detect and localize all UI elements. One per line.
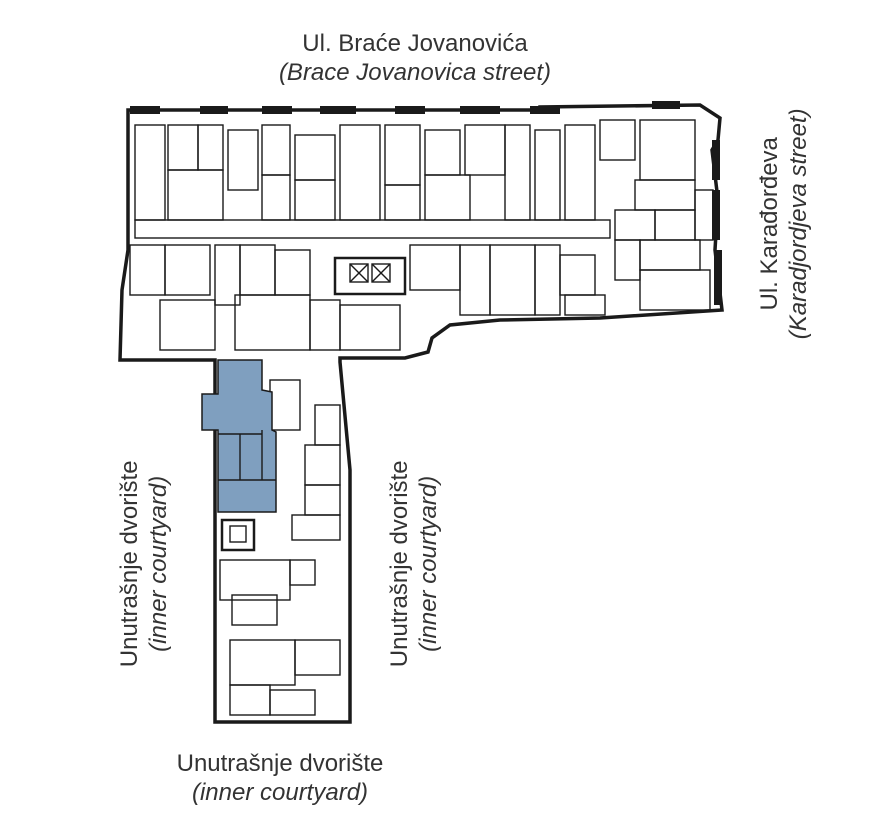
- lower-wing-rooms: [129, 239, 711, 351]
- bottom-courtyard-name: Unutrašnje dvorište: [176, 750, 384, 777]
- courtyard-stair-core: [220, 518, 256, 552]
- top-street-label: Ul. Braće Jovanovića (Brace Jovanovica s…: [230, 30, 600, 88]
- central-stair-core: [333, 256, 407, 296]
- bottom-courtyard-label: Unutrašnje dvorište (inner courtyard): [120, 750, 440, 808]
- top-street-translation: (Brace Jovanovica street): [278, 58, 552, 86]
- bottom-courtyard-translation: (inner courtyard): [191, 778, 369, 806]
- top-wing-rooms: [134, 119, 714, 241]
- highlighted-apartment-walls: [218, 430, 276, 481]
- top-street-name: Ul. Braće Jovanovića: [302, 30, 528, 57]
- top-facade-details: [130, 101, 680, 114]
- courtyard-wing-rooms: [219, 379, 341, 716]
- highlighted-apartment: [201, 359, 277, 513]
- right-facade-details: [712, 140, 722, 305]
